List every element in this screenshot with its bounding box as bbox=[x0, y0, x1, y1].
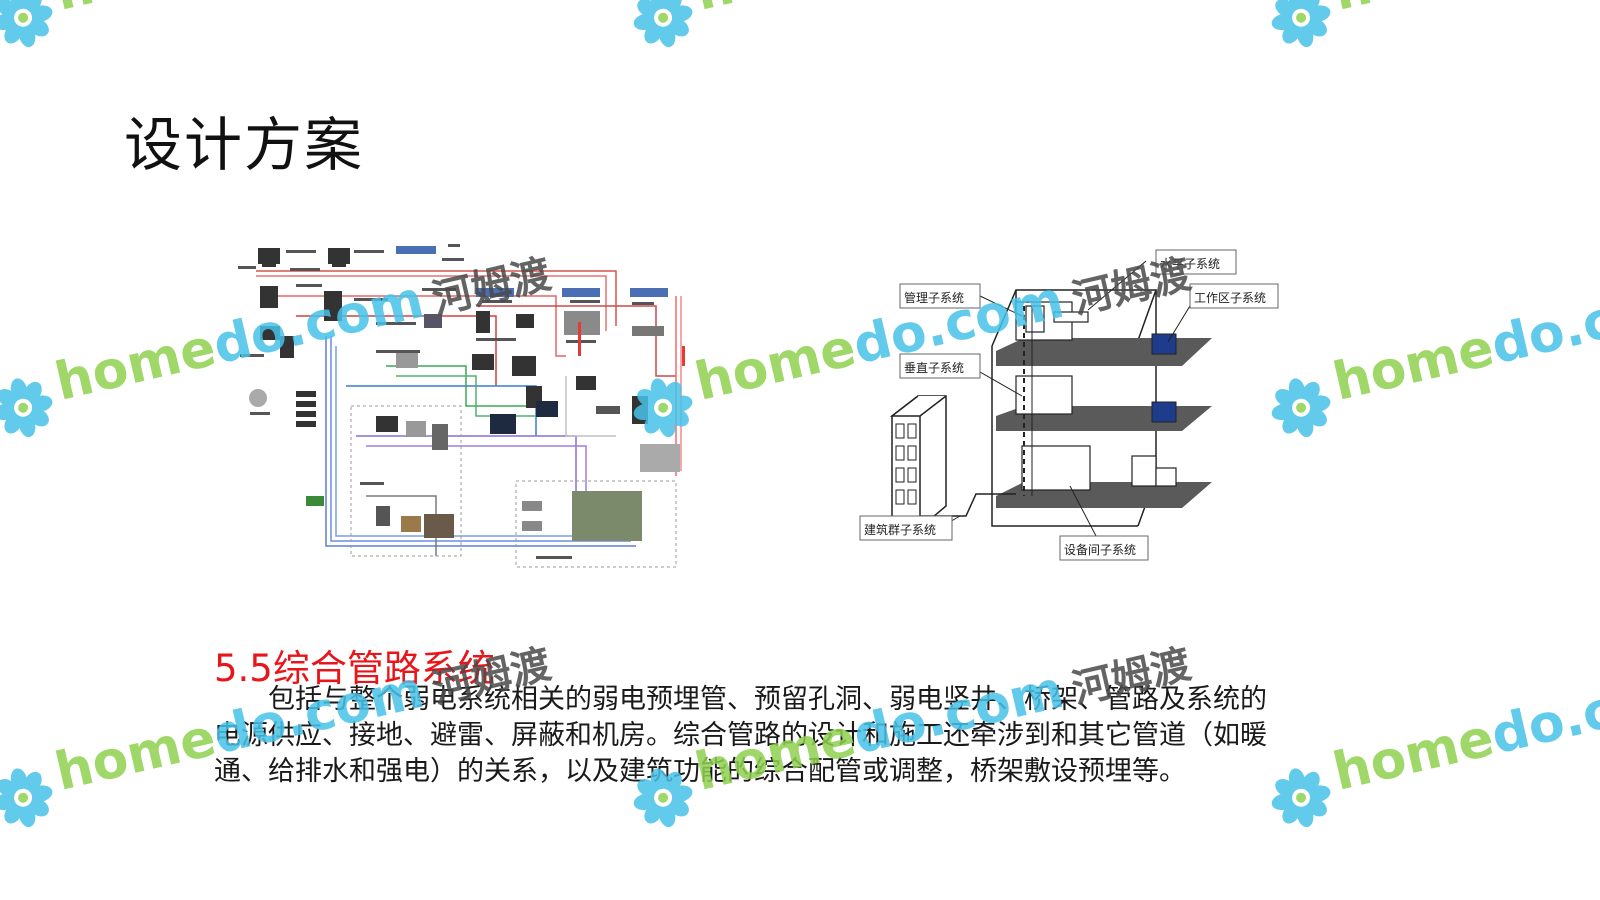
watermark-text-home: home bbox=[690, 0, 862, 23]
watermark-text-home: home bbox=[50, 0, 222, 23]
network-topology-illustration bbox=[236, 236, 698, 572]
section-body: 包括与整个弱电系统相关的弱电预埋管、预留孔洞、弱电竖井、桥架、管路及系统的电源供… bbox=[214, 684, 1267, 787]
homedo-watermark: homedo.com河姆渡 bbox=[1258, 0, 1600, 60]
slide-title: 设计方案 bbox=[124, 111, 365, 179]
flower-logo-icon bbox=[0, 378, 53, 438]
cabling-structure-illustration bbox=[856, 246, 1312, 576]
watermark-text-home: home bbox=[49, 317, 222, 413]
watermark-text-home: home bbox=[1328, 0, 1500, 23]
cabling-structure-diagram: 水平子系统 管理子系统 工作区子系统 垂直子系统 建筑群子系统 设备间子系统 bbox=[856, 246, 1312, 576]
watermark-text-domain: do.com bbox=[1485, 269, 1600, 377]
watermark-text-domain: do.com bbox=[1485, 659, 1600, 767]
homedo-watermark: homedo.com河姆渡 bbox=[0, 0, 507, 60]
label-management-subsystem: 管理子系统 bbox=[904, 291, 965, 305]
homedo-watermark: homedo.com河姆渡 bbox=[620, 0, 1147, 60]
watermark-text-home: home bbox=[689, 317, 862, 413]
label-equipment-room-subsystem: 设备间子系统 bbox=[1064, 543, 1137, 557]
section-heading: 5.5综合管路系统 bbox=[214, 647, 495, 690]
homedo-watermark: homedo.com河姆渡 bbox=[1258, 635, 1600, 840]
flower-logo-icon bbox=[633, 0, 693, 48]
label-campus-subsystem: 建筑群子系统 bbox=[864, 523, 937, 537]
watermark-text-home: home bbox=[1327, 707, 1500, 803]
flower-logo-icon bbox=[1271, 0, 1331, 48]
label-work-area-subsystem: 工作区子系统 bbox=[1194, 291, 1267, 305]
network-topology-diagram bbox=[236, 236, 698, 572]
flower-logo-icon bbox=[0, 0, 53, 48]
label-vertical-subsystem: 垂直子系统 bbox=[904, 361, 965, 375]
watermark-text-home: home bbox=[1327, 317, 1500, 413]
flower-logo-icon bbox=[0, 768, 53, 828]
watermark-text-home: home bbox=[49, 707, 222, 803]
label-horizontal-subsystem: 水平子系统 bbox=[1160, 257, 1221, 271]
